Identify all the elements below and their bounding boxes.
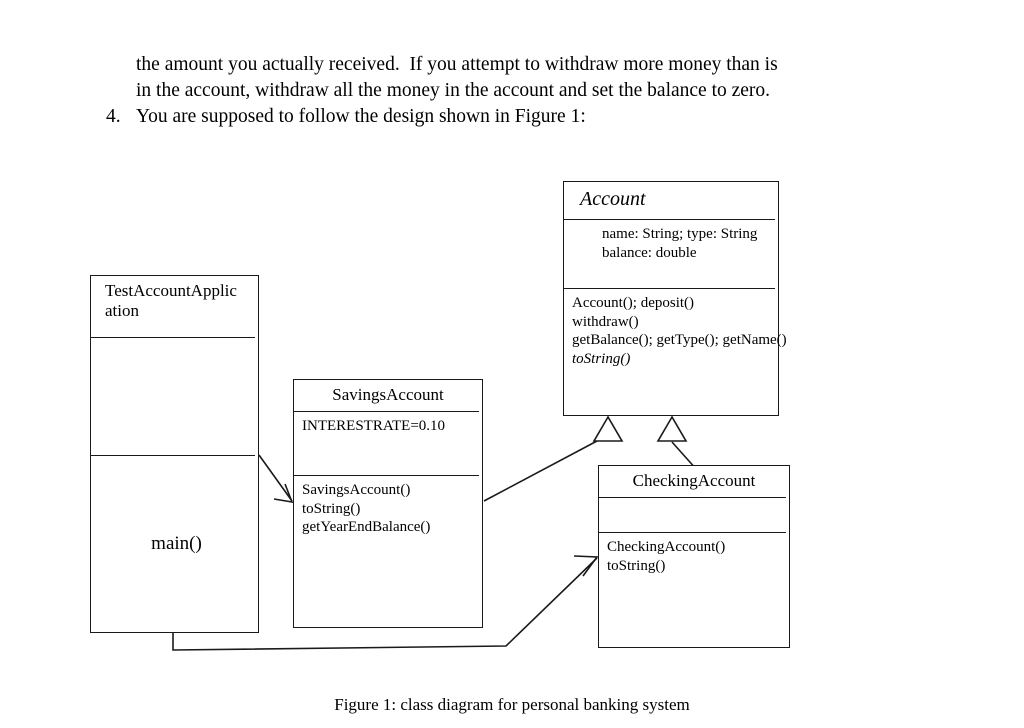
prose-line-2: in the account, withdraw all the money i… <box>136 80 771 101</box>
class-attributes-test-account-application <box>91 337 258 455</box>
class-attributes-account: name: String; type: String balance: doub… <box>564 219 778 288</box>
operation-line: getYearEndBalance() <box>302 519 431 535</box>
operation-line: CheckingAccount() <box>607 539 726 555</box>
prose-line-3: You are supposed to follow the design sh… <box>136 106 586 127</box>
uml-class-test-account-application[interactable]: TestAccountApplic ation main() <box>90 275 259 633</box>
operation-line: SavingsAccount() <box>302 482 411 498</box>
figure-caption: Figure 1: class diagram for personal ban… <box>334 695 690 714</box>
list-item-number: 4. <box>106 106 121 127</box>
operation-line: toString() <box>302 500 361 517</box>
dependency-test-to-savings <box>258 454 294 504</box>
operation-line: withdraw() <box>572 313 639 330</box>
operation-line: getBalance(); getType(); getName() <box>572 332 787 348</box>
operation-line: Account(); deposit() <box>572 295 695 311</box>
class-name-checking-account: CheckingAccount <box>632 471 756 490</box>
generalization-checking-to-account <box>656 415 698 471</box>
class-operations-account: Account(); deposit() withdraw() getBalan… <box>564 288 787 415</box>
attribute-line: balance: double <box>602 244 697 261</box>
uml-class-savings-account[interactable]: SavingsAccount INTERESTRATE=0.10 Savings… <box>293 379 483 628</box>
class-name-test-account-application: TestAccountApplic ation <box>105 281 237 320</box>
attribute-line: INTERESTRATE=0.10 <box>302 418 446 434</box>
class-operations-checking-account: CheckingAccount() toString() <box>599 532 789 647</box>
class-name-account: Account <box>580 188 646 210</box>
operation-line: toString() <box>607 557 666 574</box>
class-attributes-savings-account: INTERESTRATE=0.10 <box>294 411 482 475</box>
class-operations-test-account-application: main() <box>91 455 258 632</box>
uml-class-checking-account[interactable]: CheckingAccount CheckingAccount() toStri… <box>598 465 790 648</box>
attribute-line: name: String; type: String <box>602 226 758 242</box>
class-name-savings-account: SavingsAccount <box>332 385 444 404</box>
prose-line-1: the amount you actually received. If you… <box>136 54 778 75</box>
operation-line-abstract: toString() <box>572 350 631 367</box>
uml-class-account[interactable]: Account name: String; type: String balan… <box>563 181 787 416</box>
class-operations-savings-account: SavingsAccount() toString() getYearEndBa… <box>294 475 482 627</box>
class-attributes-checking-account <box>599 497 789 532</box>
